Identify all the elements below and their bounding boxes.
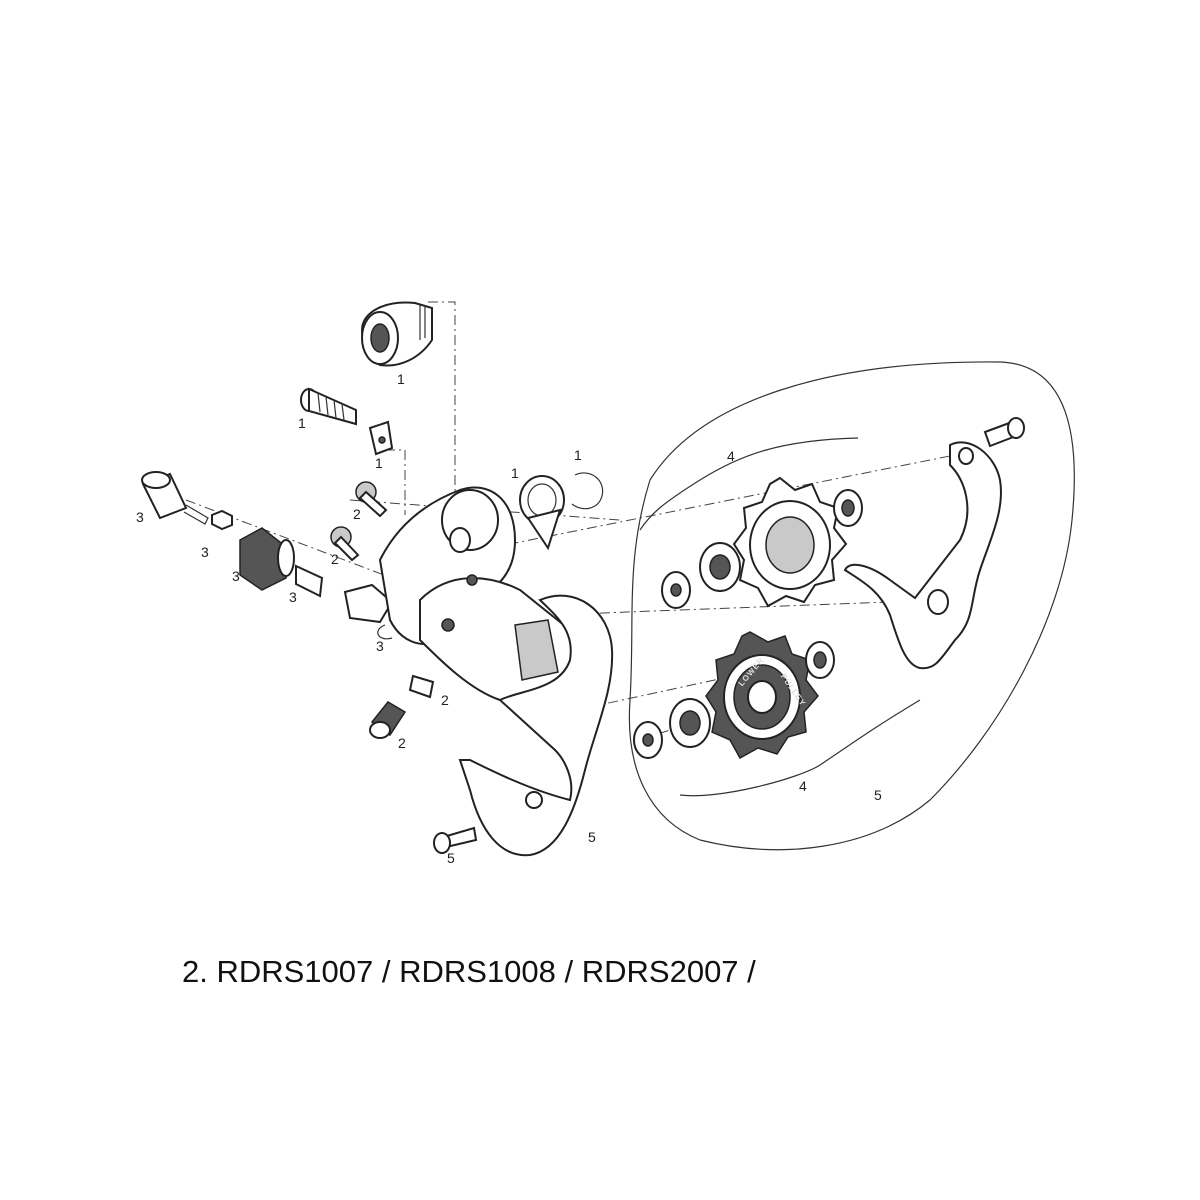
- long-bolt-part: [300, 387, 357, 426]
- callout-2: 2: [331, 551, 339, 567]
- lower-pulley-part: LOWER PULLEY: [633, 631, 835, 760]
- callout-4: 4: [799, 778, 807, 794]
- upper-pulley-part: [661, 476, 863, 609]
- callout-1: 1: [511, 465, 519, 481]
- callout-2: 2: [441, 692, 449, 708]
- callout-1: 1: [298, 415, 306, 431]
- callout-3: 3: [376, 638, 384, 654]
- upper-group-bracket: [639, 437, 859, 531]
- inner-cage-plate: [458, 594, 614, 857]
- callout-4: 4: [727, 448, 735, 464]
- callout-3: 3: [201, 544, 209, 560]
- barrel-adjuster-parts: [141, 471, 324, 598]
- bushing-part: [360, 301, 433, 367]
- clamp-clip-part: [377, 624, 393, 640]
- callout-5: 5: [588, 829, 596, 845]
- callout-5: 5: [447, 850, 455, 866]
- callout-3: 3: [289, 589, 297, 605]
- callout-2: 2: [353, 506, 361, 522]
- spring-part: [519, 475, 565, 551]
- callout-1: 1: [397, 371, 405, 387]
- callout-3: 3: [136, 509, 144, 525]
- cable-clamp-part: [343, 583, 394, 624]
- screw-parts: [330, 481, 435, 739]
- callout-labels: 1 1 1 1 1 2 2 2 2 3 3 3 3 3 4 4 5 5 5: [136, 371, 882, 866]
- outer-cage-plate: [843, 441, 1002, 670]
- callout-1: 1: [375, 455, 383, 471]
- callout-3: 3: [232, 568, 240, 584]
- callout-5: 5: [874, 787, 882, 803]
- derailleur-body: [378, 486, 577, 702]
- lower-group-bracket: [679, 699, 921, 797]
- outer-cage-outline: [628, 361, 1075, 851]
- snap-ring-part: [571, 472, 604, 510]
- callout-2: 2: [398, 735, 406, 751]
- diagram-caption: 2. RDRS1007 / RDRS1008 / RDRS2007 /: [182, 954, 756, 989]
- callout-1: 1: [574, 447, 582, 463]
